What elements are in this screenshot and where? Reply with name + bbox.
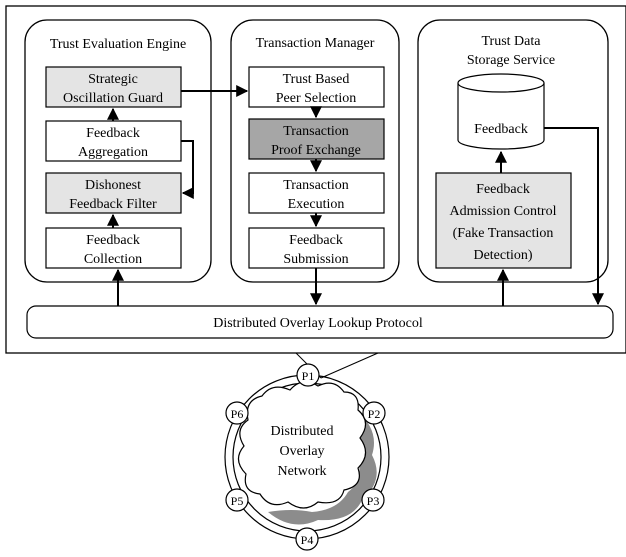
- network-cloud: [237, 381, 367, 509]
- aggregation-line1: Feedback: [86, 126, 140, 141]
- feedback-db-label: Feedback: [474, 122, 528, 137]
- callout-line-right: [320, 352, 379, 379]
- peer-p2-label: P2: [368, 407, 381, 421]
- arrow-aggregation-to-filter: [181, 140, 194, 199]
- admission-line4: Detection): [473, 248, 532, 263]
- lookup-protocol-bar: Distributed Overlay Lookup Protocol: [26, 305, 614, 339]
- admission-line2: Admission Control: [450, 204, 557, 219]
- proof-exchange-line1: Transaction: [283, 124, 349, 139]
- peer-node-p5: P5: [225, 488, 249, 512]
- feedback-collection-box: Feedback Collection: [45, 227, 182, 269]
- submission-line1: Feedback: [289, 233, 343, 248]
- peer-node-p2: P2: [362, 401, 386, 425]
- peer-p5-label: P5: [231, 494, 244, 508]
- storage-service-title-line1: Trust Data: [482, 34, 542, 49]
- admission-line3: (Fake Transaction: [453, 226, 554, 241]
- dishonest-line2: Feedback Filter: [69, 197, 157, 212]
- feedback-submission-box: Feedback Submission: [248, 227, 385, 269]
- admission-line1: Feedback: [476, 182, 530, 197]
- collection-line1: Feedback: [86, 233, 140, 248]
- cloud-line3: Network: [278, 464, 327, 479]
- cloud-line1: Distributed: [271, 424, 334, 439]
- transaction-manager-title: Transaction Manager: [256, 36, 375, 51]
- aggregation-line2: Aggregation: [78, 145, 148, 160]
- peer-p1-label: P1: [302, 369, 315, 383]
- feedback-admission-control-box: Feedback Admission Control (Fake Transac…: [435, 172, 572, 269]
- feedback-aggregation-box: Feedback Aggregation: [45, 120, 182, 162]
- peer-selection-line2: Peer Selection: [276, 91, 356, 106]
- proof-exchange-box: Transaction Proof Exchange: [248, 118, 385, 160]
- dishonest-feedback-filter-box: Dishonest Feedback Filter: [45, 172, 182, 214]
- transaction-execution-box: Transaction Execution: [248, 172, 385, 214]
- storage-service-title-line2: Storage Service: [467, 53, 555, 68]
- execution-line2: Execution: [288, 197, 345, 212]
- peer-p6-label: P6: [231, 407, 244, 421]
- arrow-database-to-protocol: [544, 127, 604, 306]
- peer-p3-label: P3: [367, 494, 380, 508]
- strategic-oscillation-guard-box: Strategic Oscillation Guard: [45, 66, 182, 108]
- submission-line2: Submission: [283, 252, 348, 267]
- feedback-database-cylinder: Feedback: [457, 73, 545, 150]
- collection-line2: Collection: [84, 252, 142, 267]
- peer-p4-label: P4: [301, 533, 314, 547]
- strategic-line1: Strategic: [88, 72, 138, 87]
- peer-node-p3: P3: [361, 488, 385, 512]
- peer-node-p4: P4: [295, 527, 319, 551]
- strategic-line2: Oscillation Guard: [63, 91, 163, 106]
- peer-selection-line1: Trust Based: [283, 72, 350, 87]
- protocol-label: Distributed Overlay Lookup Protocol: [213, 316, 423, 331]
- cloud-line2: Overlay: [279, 444, 324, 459]
- trust-engine-title: Trust Evaluation Engine: [50, 37, 186, 52]
- peer-node-p1: P1: [296, 363, 320, 387]
- proof-exchange-line2: Proof Exchange: [271, 143, 361, 158]
- cloud-shadow: [268, 410, 377, 525]
- peer-node-p6: P6: [225, 401, 249, 425]
- execution-line1: Transaction: [283, 178, 349, 193]
- peer-selection-box: Trust Based Peer Selection: [248, 66, 385, 108]
- dishonest-line1: Dishonest: [85, 178, 141, 193]
